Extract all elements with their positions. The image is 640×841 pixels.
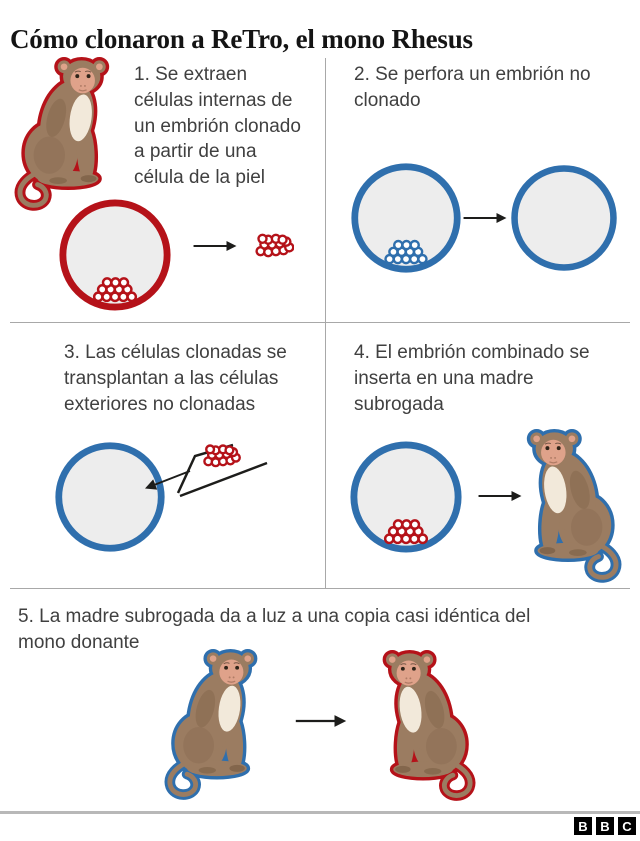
step-4-text: 4. El embrión combinado se inserta en un… (354, 342, 590, 415)
host-embryo-icon (52, 439, 168, 555)
bbc-logo: B B C (574, 817, 636, 835)
step5-arrow-icon (292, 712, 350, 730)
step-3-text: 3. Las células clonadas se transplantan … (64, 342, 287, 415)
step4-arrow-icon (477, 488, 523, 504)
surrogate-monkey2-icon (162, 648, 268, 804)
vertical-divider (325, 58, 326, 588)
step1-arrow-icon (192, 238, 238, 254)
horizontal-divider-1 (10, 322, 630, 323)
donor-monkey-icon (12, 56, 120, 215)
clone-monkey-icon (372, 649, 478, 805)
noncloned-embryo-icon (348, 160, 464, 276)
step-2-text: 2. Se perfora un embrión no clonado (354, 64, 591, 111)
footer-rule (0, 811, 640, 814)
bbc-letter: B (578, 818, 588, 834)
bbc-logo-block-3: C (618, 817, 636, 835)
surrogate-monkey-icon (516, 428, 624, 587)
bbc-letter: C (622, 818, 632, 834)
horizontal-divider-2 (10, 588, 630, 589)
extracted-cells-icon (252, 231, 294, 258)
step2-arrow-icon (462, 210, 508, 226)
bbc-logo-block-1: B (574, 817, 592, 835)
step-5-text: 5. La madre subrogada da a luz a una cop… (18, 606, 531, 653)
bbc-letter: B (600, 818, 610, 834)
step-1-text: 1. Se extraen células internas de un emb… (134, 64, 301, 189)
pipette-icon (118, 424, 278, 512)
bbc-logo-block-2: B (596, 817, 614, 835)
emptied-embryo-icon (508, 162, 620, 274)
combined-embryo-icon (347, 438, 465, 556)
cloned-embryo-icon (56, 196, 174, 314)
page-title: Cómo clonaron a ReTro, el mono Rhesus (10, 24, 473, 55)
